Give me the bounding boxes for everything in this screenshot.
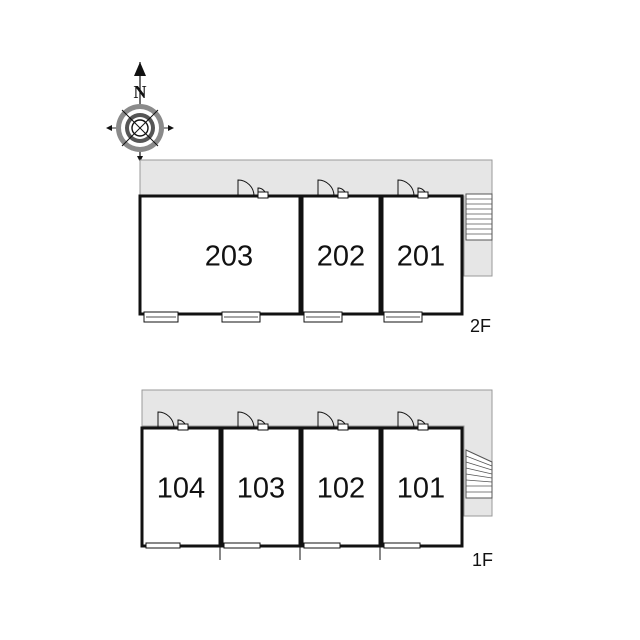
door-icon	[157, 411, 189, 431]
unit-202: 202	[300, 179, 382, 323]
floor-label-2f: 2F	[470, 316, 491, 336]
unit-102: 102	[299, 411, 382, 560]
window-icon	[143, 311, 179, 323]
unit-201: 201	[380, 179, 464, 323]
door-icon	[237, 411, 269, 431]
window-icon	[223, 542, 261, 549]
corridor-2f	[139, 159, 493, 277]
door-icon	[397, 411, 429, 431]
compass-north-label: N	[134, 82, 147, 102]
window-icon	[221, 311, 261, 323]
unit-number: 102	[317, 473, 365, 505]
unit-number: 203	[205, 241, 253, 273]
unit-103: 103	[219, 411, 302, 560]
unit-number: 103	[237, 473, 285, 505]
unit-number: 104	[157, 473, 205, 505]
unit-number: 101	[397, 473, 445, 505]
door-icon	[237, 179, 269, 199]
floor-2f: 203 202	[138, 159, 493, 336]
floor-1f: 104 103	[140, 389, 493, 570]
stairs-2f-icon	[465, 193, 493, 241]
window-icon	[383, 542, 421, 549]
window-icon	[383, 311, 423, 323]
window-icon	[145, 542, 181, 549]
unit-203: 203	[138, 179, 302, 323]
window-icon	[303, 311, 343, 323]
unit-number: 202	[317, 241, 365, 273]
window-icon	[303, 542, 341, 549]
door-icon	[317, 411, 349, 431]
stairs-1f-icon	[465, 449, 493, 499]
corridor-1f	[141, 389, 493, 517]
unit-104: 104	[140, 411, 222, 549]
north-compass-icon	[106, 62, 174, 162]
door-icon	[317, 179, 349, 199]
door-icon	[397, 179, 429, 199]
unit-number: 201	[397, 241, 445, 273]
unit-101: 101	[379, 411, 464, 560]
floor-label-1f: 1F	[472, 550, 493, 570]
